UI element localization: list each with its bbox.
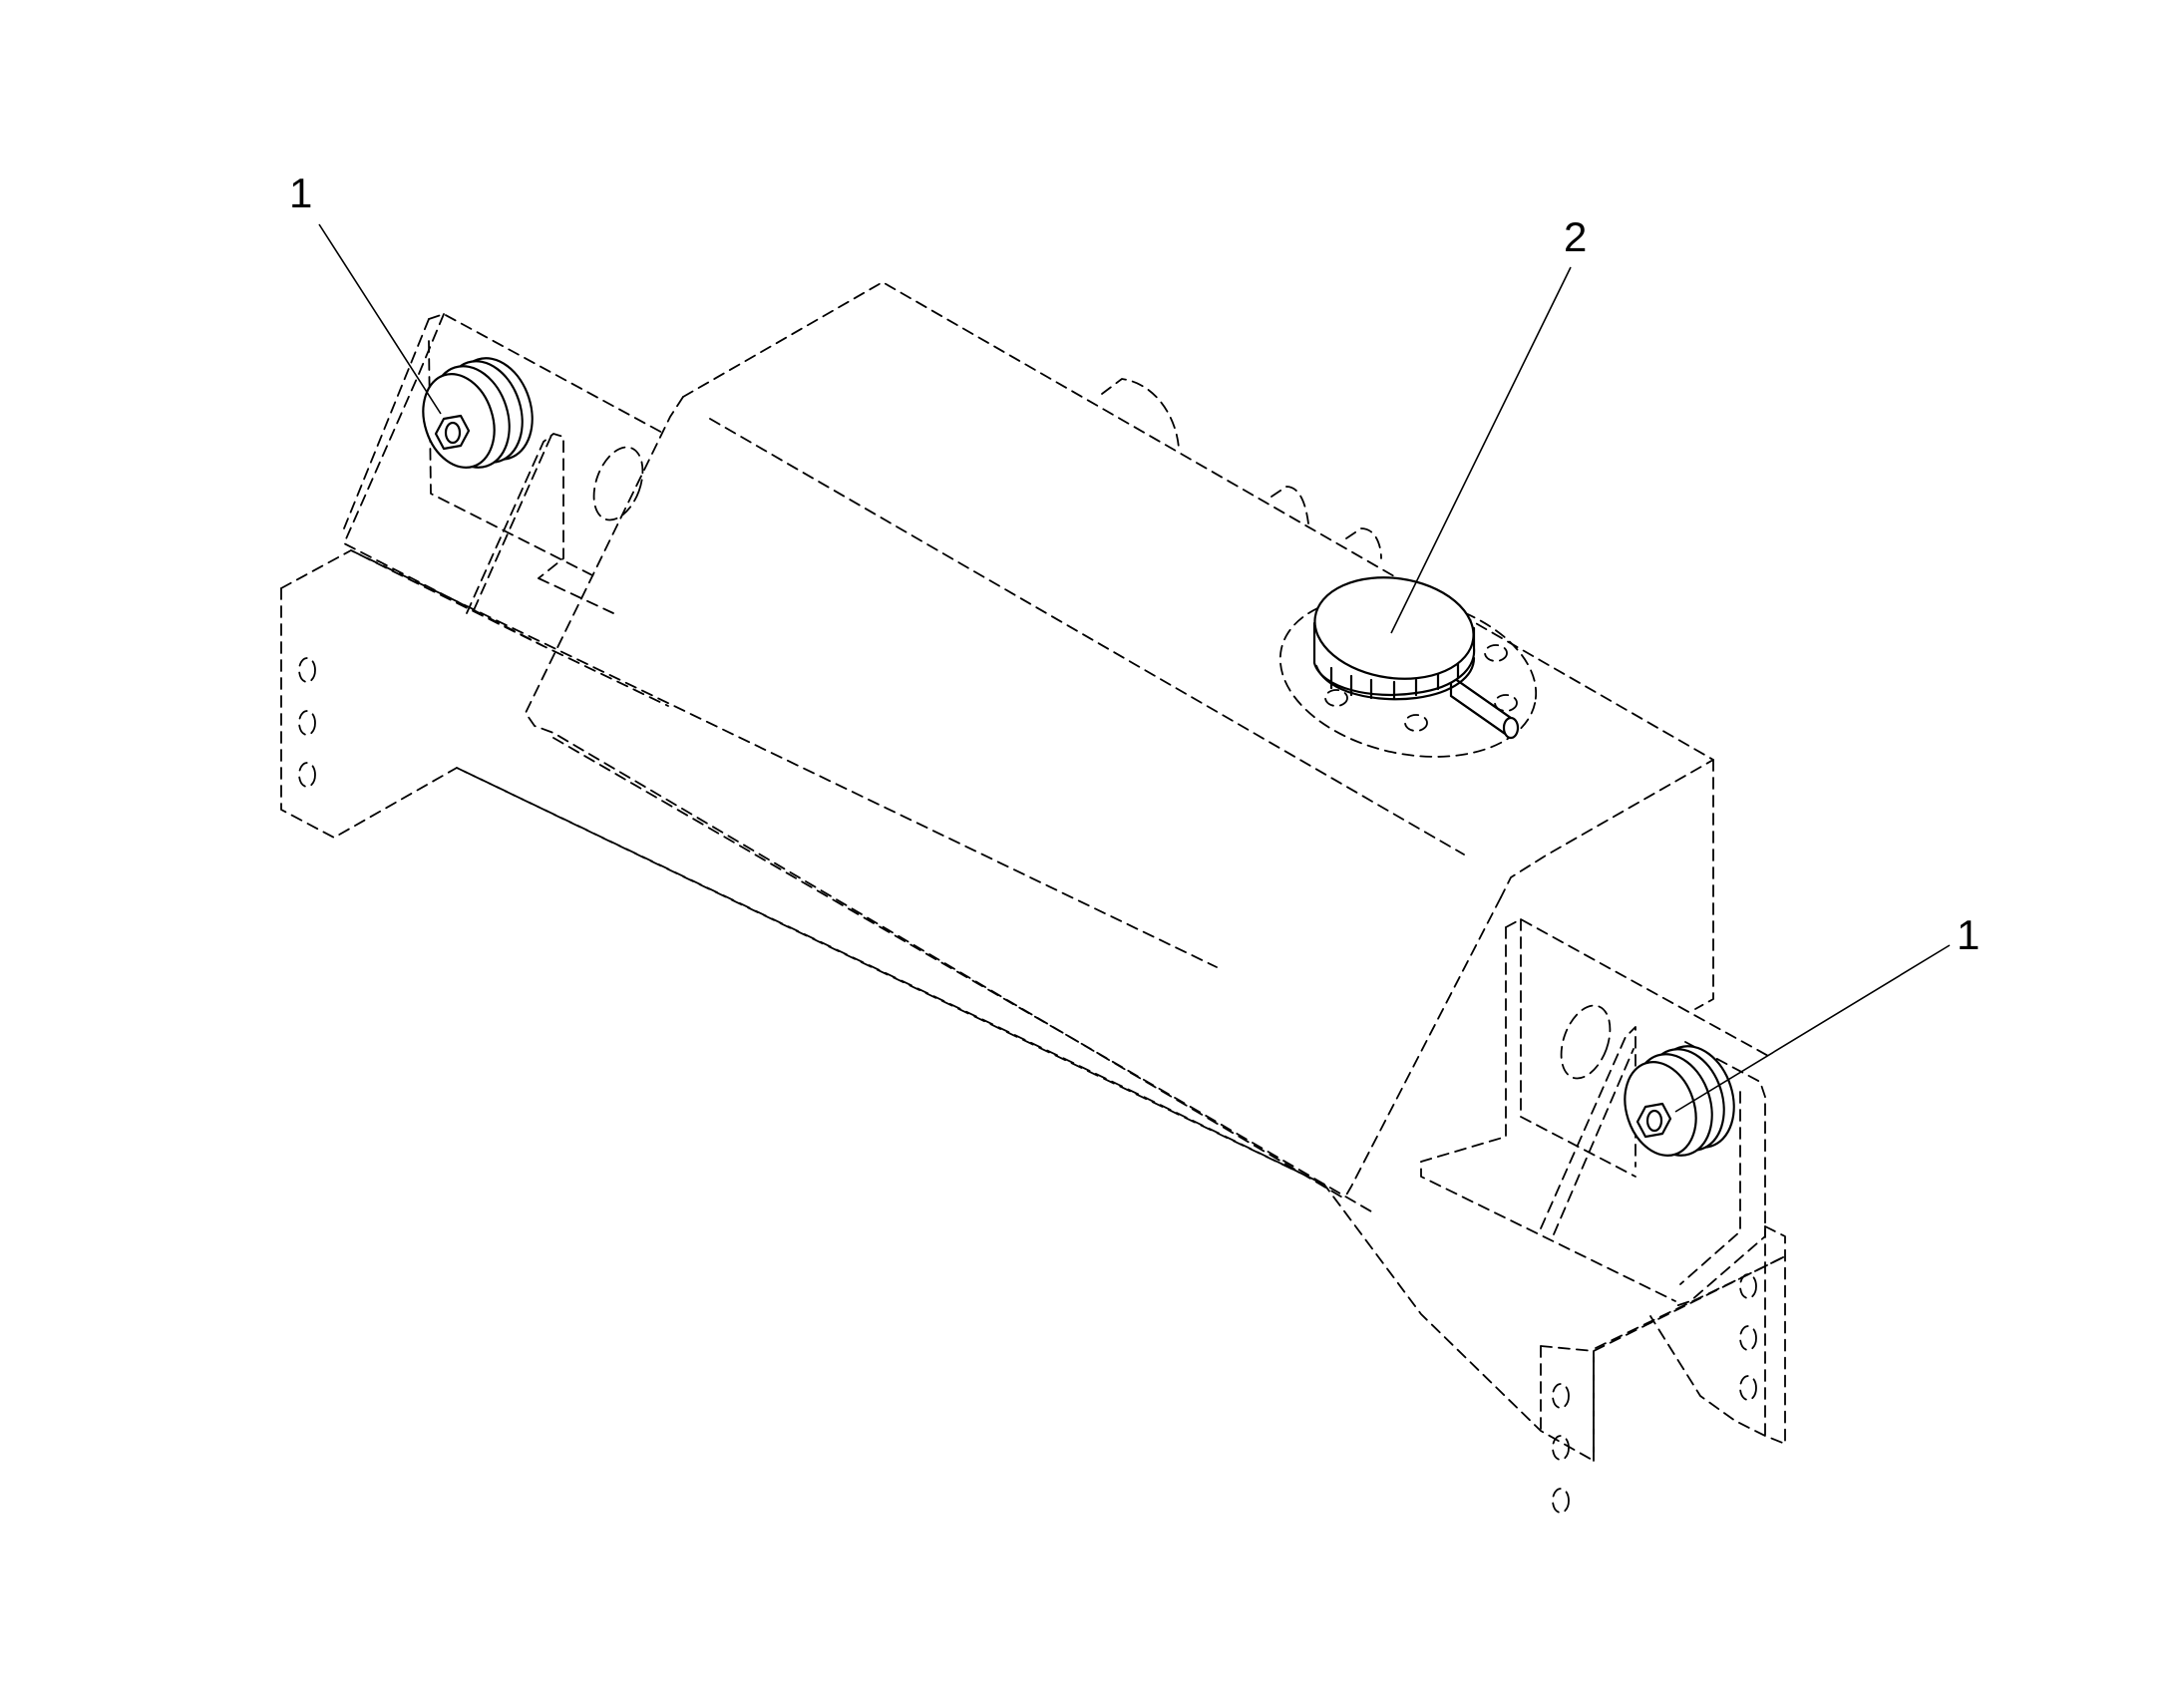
right-mount-part	[1624, 1045, 1735, 1157]
callout-2: 2	[1390, 213, 1587, 634]
frame-ghost	[280, 549, 1786, 1514]
callout-label: 1	[289, 170, 312, 216]
left-bracket-ghost	[343, 313, 669, 707]
tank-ghost	[525, 281, 1714, 1212]
callout-1-left: 1	[289, 170, 442, 415]
callout-label: 2	[1564, 213, 1587, 260]
callout-1-right: 1	[1674, 911, 1980, 1113]
filler-cap-part	[1312, 576, 1520, 740]
right-bracket-ghost	[1420, 918, 1771, 1307]
callout-label: 1	[1957, 911, 1980, 958]
left-mount-part	[422, 357, 534, 469]
